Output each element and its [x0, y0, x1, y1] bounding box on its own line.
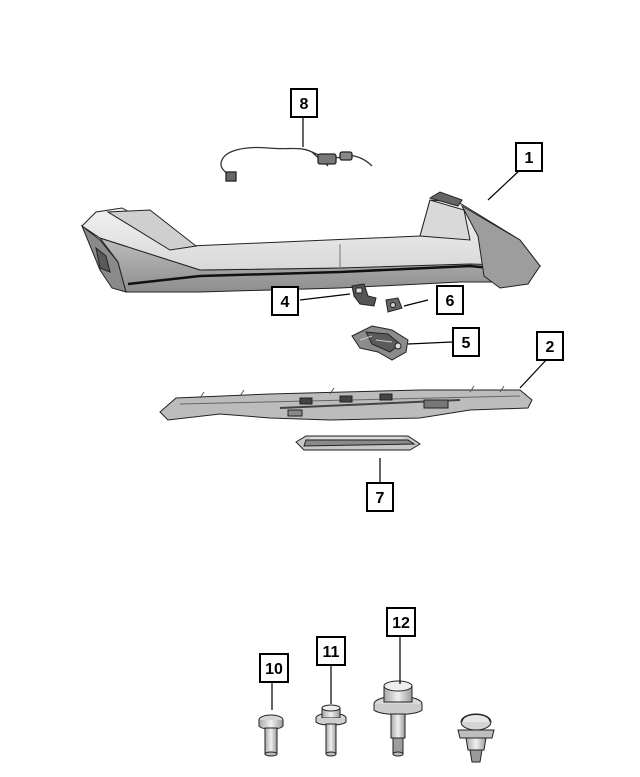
bolt-part-12 — [373, 680, 423, 757]
svg-text:2: 2 — [546, 339, 555, 356]
bolt-part-11 — [315, 704, 347, 757]
callout-1: 1 — [515, 142, 543, 172]
callout-11: 11 — [316, 636, 346, 666]
svg-text:5: 5 — [462, 335, 471, 352]
svg-text:7: 7 — [376, 490, 385, 507]
callout-8: 8 — [290, 88, 318, 118]
wiring-harness — [220, 146, 373, 182]
push-clip — [457, 713, 495, 763]
bracket-part-5 — [351, 325, 409, 361]
svg-text:10: 10 — [265, 661, 283, 678]
svg-text:4: 4 — [281, 294, 290, 311]
callout-2: 2 — [536, 331, 564, 361]
callout-4: 4 — [271, 286, 299, 316]
screw-part-10 — [258, 714, 284, 757]
leader-lines — [271, 117, 549, 710]
lamp-part-7 — [295, 435, 421, 451]
svg-text:12: 12 — [392, 615, 410, 632]
callout-5: 5 — [452, 327, 480, 357]
callout-6: 6 — [436, 285, 464, 315]
svg-text:8: 8 — [300, 96, 309, 113]
clip-part-6 — [385, 297, 403, 313]
svg-text:11: 11 — [323, 644, 340, 661]
callout-7: 7 — [366, 482, 394, 512]
spoiler — [80, 191, 542, 293]
svg-text:1: 1 — [525, 150, 534, 167]
applique-part-2 — [159, 385, 533, 421]
svg-text:6: 6 — [446, 293, 455, 310]
callout-12: 12 — [386, 607, 416, 637]
bracket-part-4 — [351, 283, 377, 307]
callout-10: 10 — [259, 653, 289, 683]
